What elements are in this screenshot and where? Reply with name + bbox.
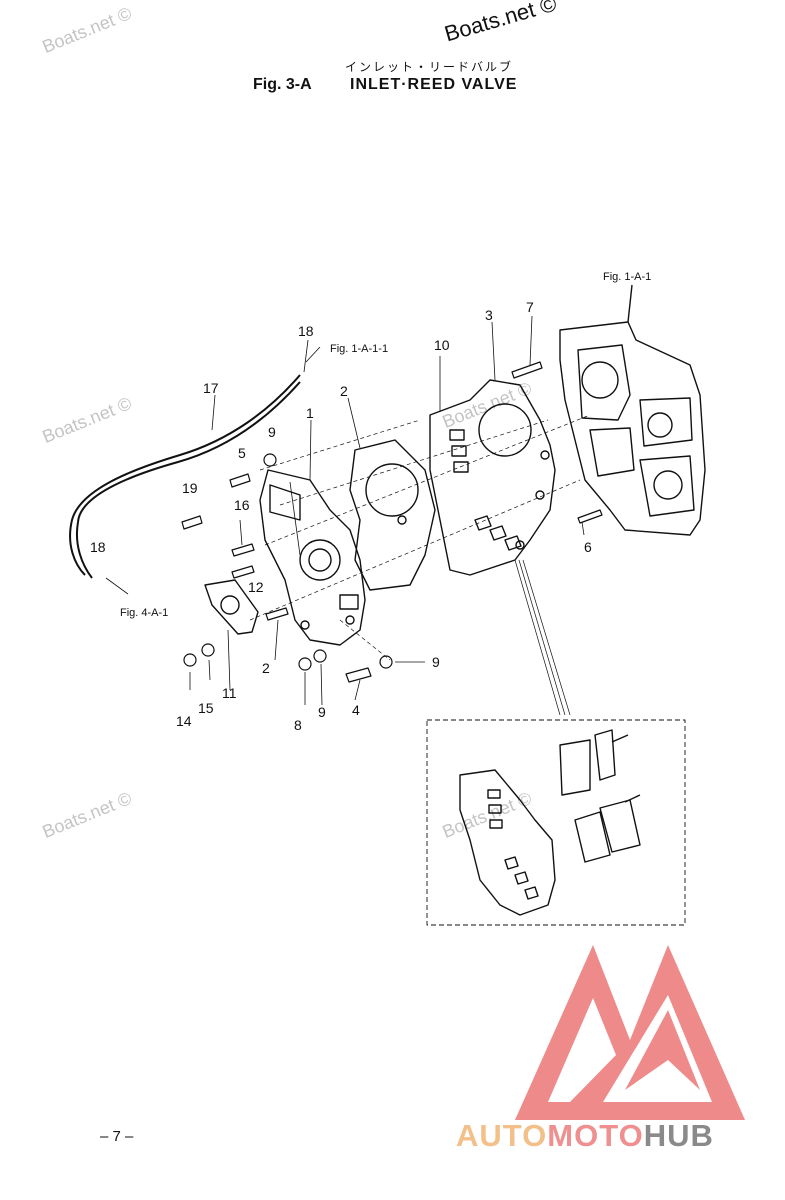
gasket — [349, 439, 436, 591]
detail-link — [514, 559, 571, 716]
callout-2: 2 — [262, 660, 270, 676]
alignment-lines — [249, 414, 591, 661]
callout-1: 1 — [306, 405, 314, 421]
ref-hose-lower: Fig. 4-A-1 — [120, 607, 168, 619]
fasteners — [181, 361, 603, 683]
callout-9: 9 — [268, 424, 276, 440]
brand-part-hub: HUB — [643, 1118, 714, 1153]
ref-hose-upper: Fig. 1-A-1-1 — [330, 343, 388, 355]
page-title: INLET·REED VALVE — [350, 76, 518, 93]
callout-16: 16 — [234, 497, 250, 513]
callout-19: 19 — [182, 480, 198, 496]
callout-17: 17 — [203, 380, 219, 396]
automotohub-logo-icon — [515, 945, 745, 1120]
callout-labels: 1 2 2 3 4 5 6 7 8 9 9 9 10 11 12 14 15 1… — [90, 299, 592, 733]
callout-14: 14 — [176, 713, 192, 729]
callout-9: 9 — [318, 704, 326, 720]
callout-11: 11 — [222, 685, 237, 701]
inlet-cover — [259, 469, 366, 646]
page-number: – 7 – — [100, 1128, 134, 1145]
hose — [69, 374, 301, 579]
callout-5: 5 — [238, 445, 246, 461]
callout-6: 6 — [584, 539, 592, 555]
brand-part-auto: AUTO — [456, 1118, 548, 1153]
callout-18: 18 — [90, 539, 106, 555]
callout-18: 18 — [298, 323, 314, 339]
japanese-title: インレット・リードバルブ — [345, 60, 514, 74]
callout-7: 7 — [526, 299, 534, 315]
small-gasket — [204, 579, 259, 635]
callout-12: 12 — [248, 579, 264, 595]
ref-crankcase: Fig. 1-A-1 — [603, 271, 651, 283]
automotohub-wordmark: AUTOMOTOHUB — [456, 1118, 714, 1154]
callout-8: 8 — [294, 717, 302, 733]
figure-references: Fig. 1-A-1 Fig. 1-A-1-1 Fig. 4-A-1 — [120, 271, 651, 619]
leader-lines — [105, 315, 585, 706]
crankcase-outline — [559, 284, 706, 536]
brand-part-moto: MOTO — [547, 1118, 644, 1153]
reed-valve-plate — [429, 379, 556, 576]
callout-3: 3 — [485, 307, 493, 323]
reed-plate-detail — [459, 729, 641, 916]
callout-9: 9 — [432, 654, 440, 670]
detail-inset — [426, 719, 686, 926]
callout-4: 4 — [352, 702, 360, 718]
callout-2: 2 — [340, 383, 348, 399]
callout-15: 15 — [198, 700, 214, 716]
callout-10: 10 — [434, 337, 450, 353]
figure-number: Fig. 3-A — [253, 76, 312, 93]
